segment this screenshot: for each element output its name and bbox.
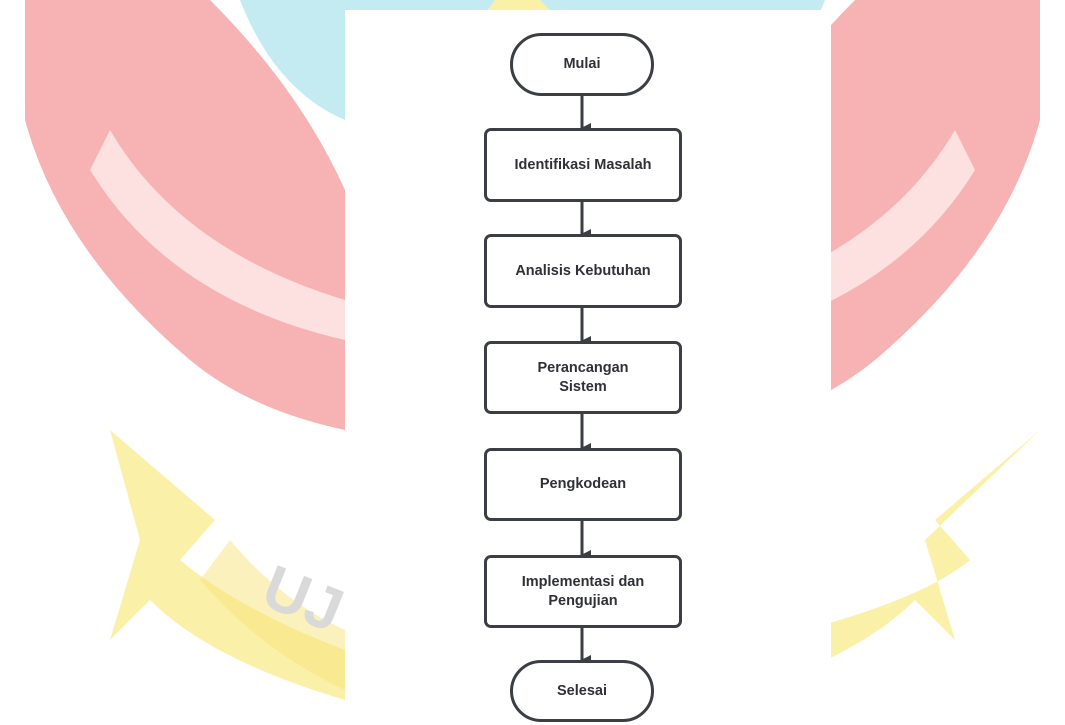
step-perancangan-sistem: Perancangan Sistem: [484, 341, 682, 414]
step-identifikasi-masalah: Identifikasi Masalah: [484, 128, 682, 202]
watermark-ribbon-left-inner: [90, 130, 345, 340]
step-analisis-kebutuhan: Analisis Kebutuhan: [484, 234, 682, 308]
end-terminal: Selesai: [510, 660, 654, 722]
watermark-yellow-band: [200, 540, 345, 690]
watermark-ribbon-left: [25, 0, 345, 430]
start-terminal: Mulai: [510, 33, 654, 96]
step-implementasi-dan-pengujian: Implementasi dan Pengujian: [484, 555, 682, 628]
step-pengkodean: Pengkodean: [484, 448, 682, 521]
